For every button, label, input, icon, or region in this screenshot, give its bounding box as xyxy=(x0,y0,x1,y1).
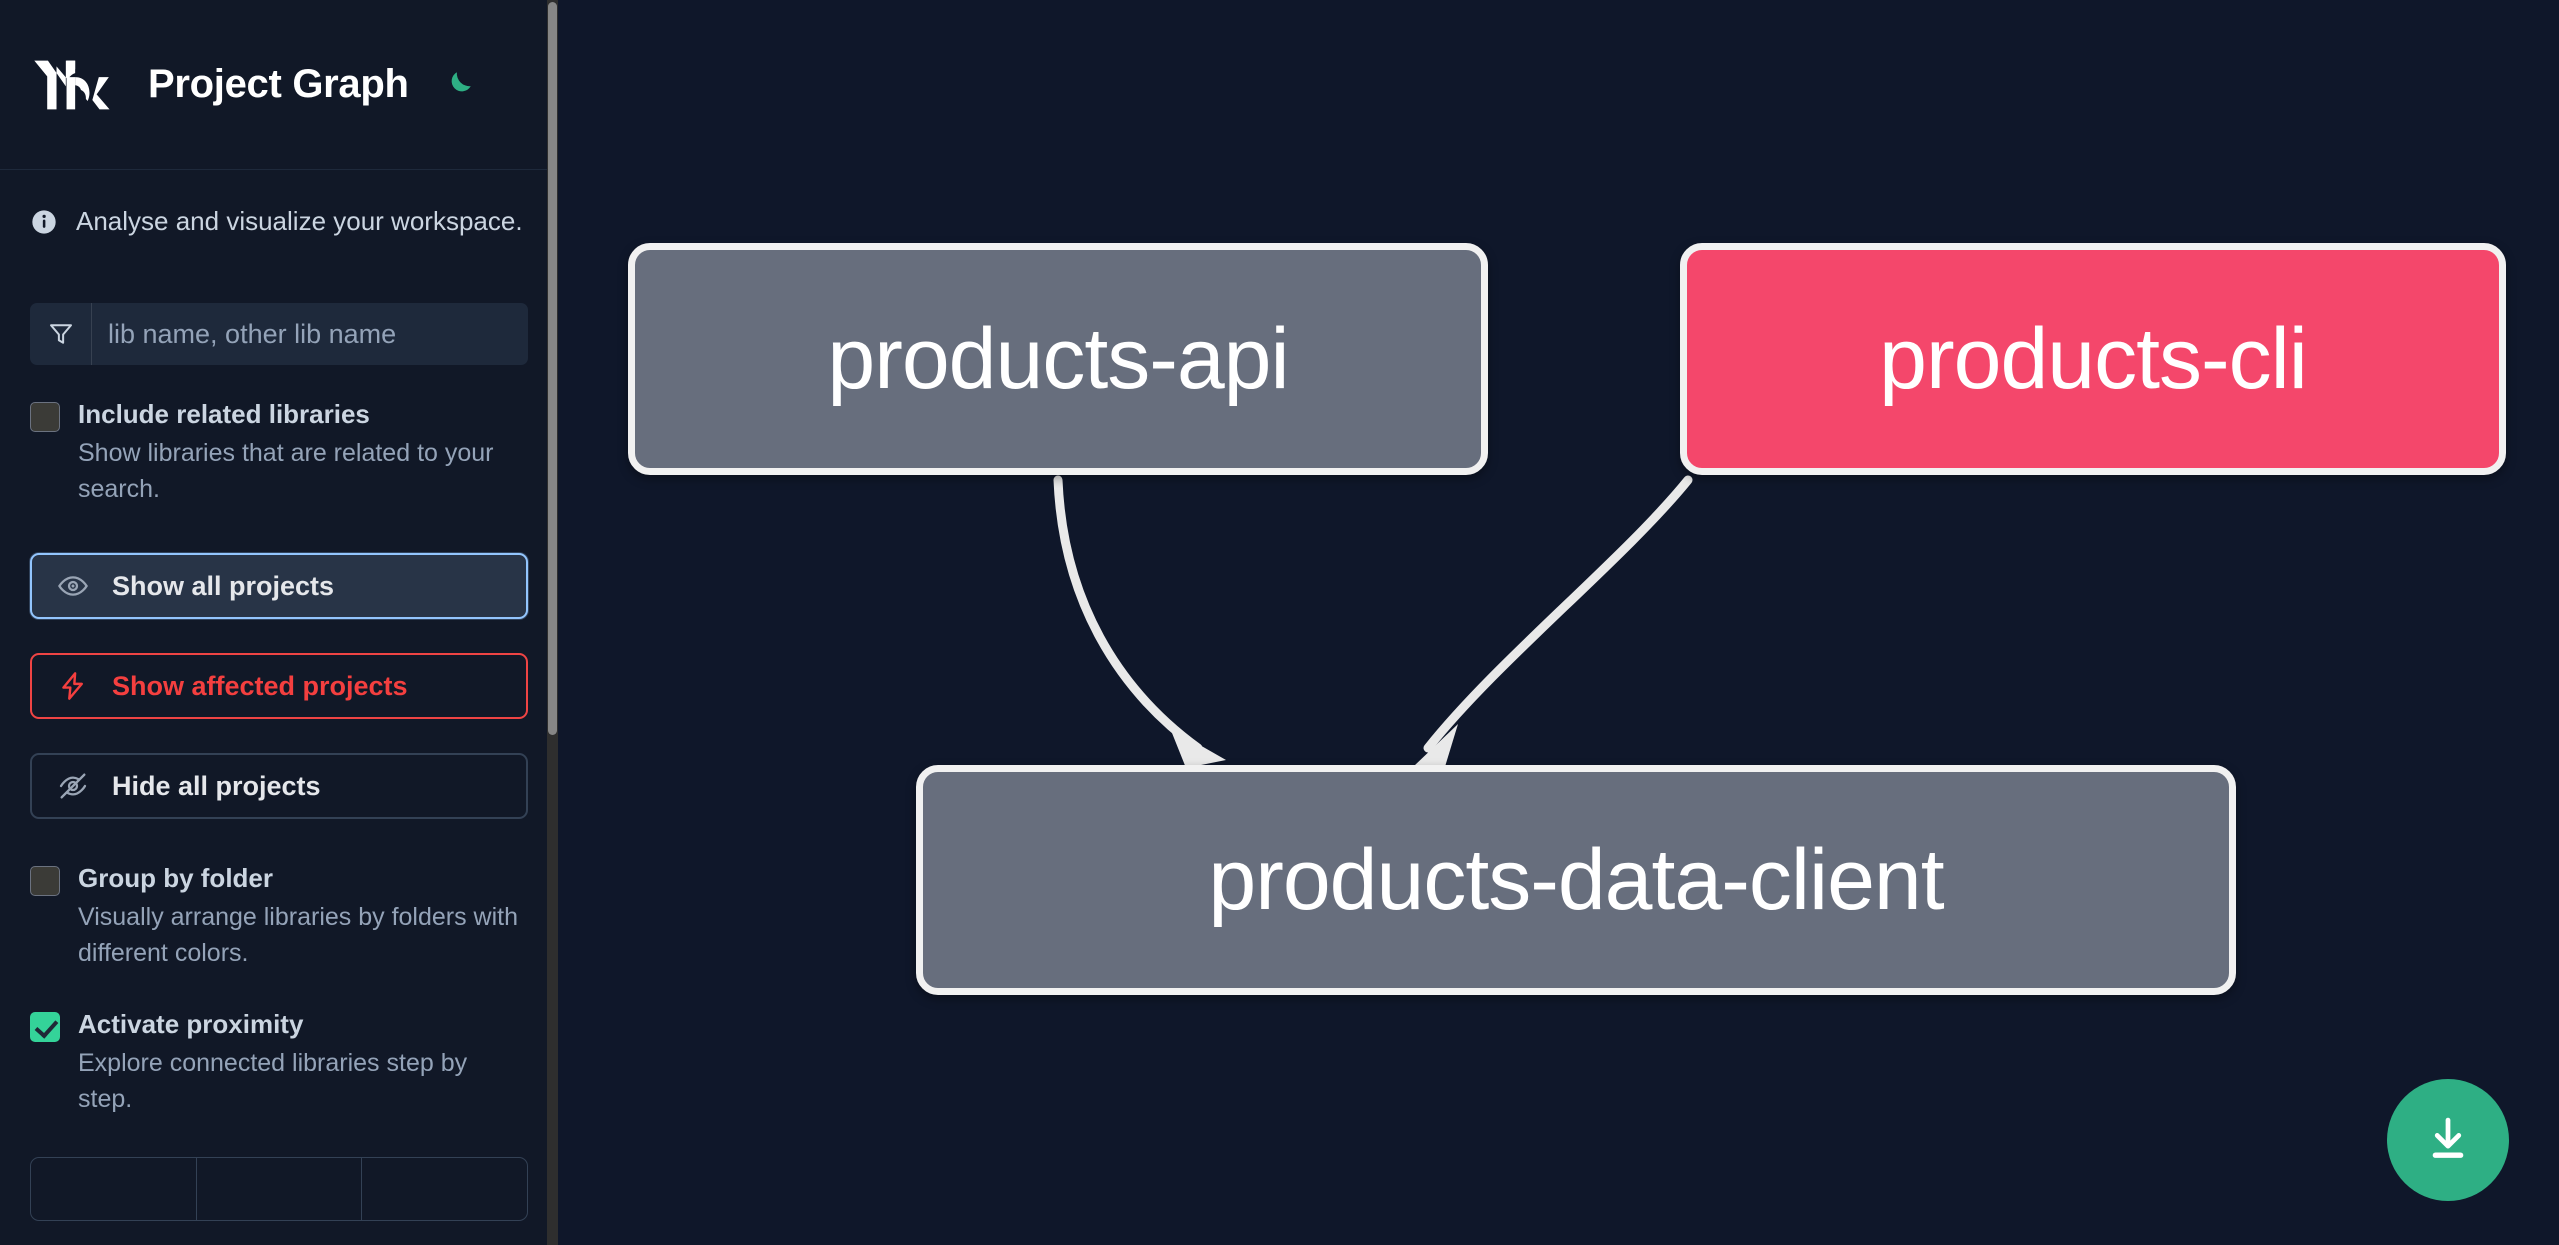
option-group-by-folder[interactable]: Group by folder Visually arrange librari… xyxy=(0,861,558,971)
moon-icon[interactable] xyxy=(439,66,477,104)
graph-node-products-cli[interactable]: products-cli xyxy=(1680,243,2506,475)
graph-node-products-data-client[interactable]: products-data-client xyxy=(916,765,2236,995)
option-label: Activate proximity xyxy=(78,1009,304,1040)
proximity-step-control[interactable] xyxy=(30,1157,528,1222)
option-description: Explore connected libraries step by step… xyxy=(78,1049,468,1113)
show-all-projects-label: Show all projects xyxy=(112,570,335,601)
eye-off-icon xyxy=(56,769,90,803)
sidebar: Project Graph Analyse and visualize yo xyxy=(0,0,558,1245)
sidebar-header: Project Graph xyxy=(0,0,558,170)
sidebar-scrollbar-thumb[interactable] xyxy=(548,2,557,735)
option-activate-proximity[interactable]: Activate proximity Explore connected lib… xyxy=(0,1007,558,1117)
workspace-tagline: Analyse and visualize your workspace. xyxy=(0,170,558,237)
node-label: products-cli xyxy=(1879,310,2308,407)
tagline-text: Analyse and visualize your workspace. xyxy=(76,206,523,236)
edge-products-cli-to-products-data-client xyxy=(1414,475,1693,770)
sidebar-scrollbar-track[interactable] xyxy=(547,0,558,1245)
filter-funnel-icon xyxy=(30,303,92,365)
option-description: Visually arrange libraries by folders wi… xyxy=(78,903,519,967)
eye-icon xyxy=(56,569,90,603)
graph-canvas[interactable]: products-api products-cli products-data-… xyxy=(558,0,2559,1245)
lightning-bolt-icon xyxy=(56,669,90,703)
show-affected-projects-label: Show affected projects xyxy=(112,670,408,701)
proximity-step-segment[interactable] xyxy=(197,1158,363,1221)
proximity-step-segment[interactable] xyxy=(31,1158,197,1221)
hide-all-projects-button[interactable]: Hide all projects xyxy=(30,753,528,820)
edge-products-api-to-products-data-client xyxy=(1053,475,1226,768)
option-label: Group by folder xyxy=(78,863,273,894)
proximity-step-segment[interactable] xyxy=(362,1158,527,1220)
download-graph-button[interactable] xyxy=(2387,1079,2509,1201)
option-include-related-libraries[interactable]: Include related libraries Show libraries… xyxy=(0,397,558,507)
nx-logo-icon xyxy=(30,56,116,114)
sidebar-content: Project Graph Analyse and visualize yo xyxy=(0,0,558,1222)
download-icon xyxy=(2421,1112,2475,1169)
search-input[interactable] xyxy=(92,303,528,365)
option-description: Show libraries that are related to your … xyxy=(78,439,494,503)
graph-node-products-api[interactable]: products-api xyxy=(628,243,1488,475)
node-label: products-api xyxy=(827,310,1289,407)
node-label: products-data-client xyxy=(1208,831,1944,928)
search-bar xyxy=(30,303,528,365)
checkbox-include-related-libraries[interactable] xyxy=(30,402,60,432)
checkbox-group-by-folder[interactable] xyxy=(30,866,60,897)
show-all-projects-button[interactable]: Show all projects xyxy=(30,553,528,620)
checkbox-activate-proximity[interactable] xyxy=(30,1012,60,1043)
page-title: Project Graph xyxy=(148,62,409,106)
graph-edges xyxy=(1053,475,1693,770)
info-circle-icon xyxy=(30,208,58,236)
hide-all-projects-label: Hide all projects xyxy=(112,770,321,801)
show-affected-projects-button[interactable]: Show affected projects xyxy=(30,653,528,720)
option-label: Include related libraries xyxy=(78,399,370,429)
